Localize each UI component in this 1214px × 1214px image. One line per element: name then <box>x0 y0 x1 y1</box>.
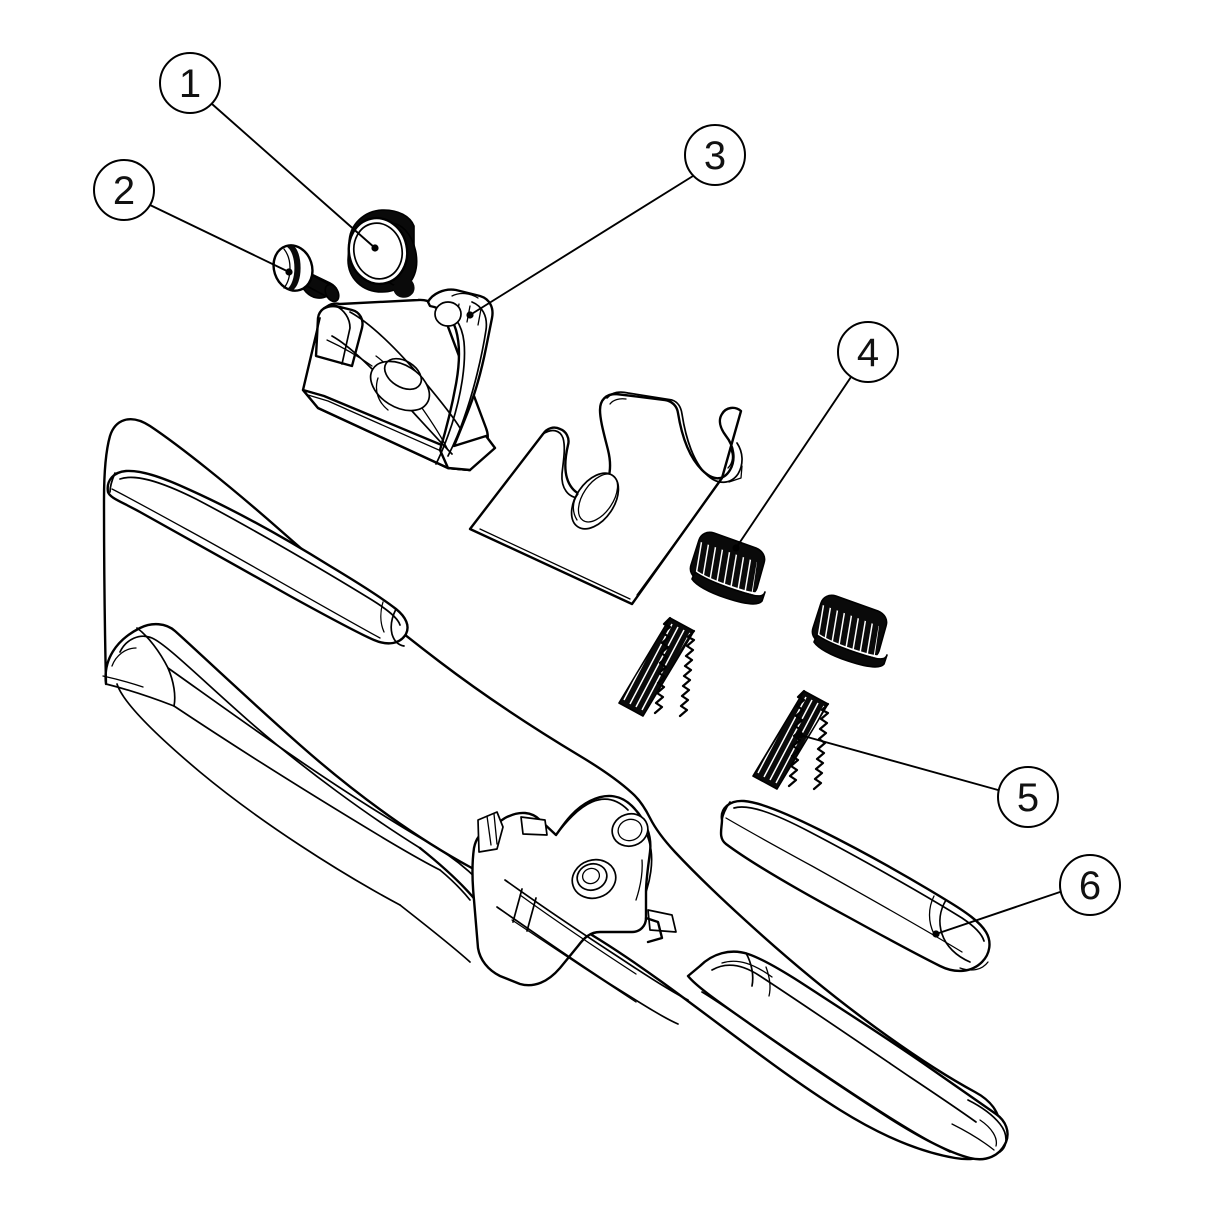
leader-line-4 <box>735 376 852 549</box>
leader-line-5 <box>799 734 999 791</box>
callout-balloon-5[interactable]: 5 <box>997 766 1059 828</box>
callout-circle-3[interactable] <box>684 124 746 186</box>
leader-line-6 <box>935 891 1061 935</box>
leader-dot-3 <box>466 311 474 319</box>
part-knurled-nut-upper <box>689 531 766 605</box>
callout-label-1: 1 <box>179 62 201 106</box>
leader-line-3 <box>469 175 694 316</box>
part-grip-pad-right <box>719 799 991 973</box>
callout-balloon-2[interactable]: 2 <box>93 159 155 221</box>
callout-balloon-4[interactable]: 4 <box>837 321 899 383</box>
leader-dot-6 <box>932 930 940 938</box>
part-mounting-bracket <box>301 288 497 472</box>
callout-balloon-3[interactable]: 3 <box>684 124 746 186</box>
callout-label-6: 6 <box>1079 864 1101 908</box>
callout-circle-2[interactable] <box>93 159 155 221</box>
part-round-knob-cap <box>347 209 418 298</box>
part-threaded-stud-right <box>752 689 830 791</box>
part-slotted-screw <box>272 244 340 303</box>
callout-balloon-6[interactable]: 6 <box>1059 854 1121 916</box>
part-cam-plate <box>468 391 743 606</box>
part-grip-pad-left <box>106 469 409 647</box>
leader-dot-4 <box>732 544 740 552</box>
callout-circle-5[interactable] <box>997 766 1059 828</box>
callout-circle-6[interactable] <box>1059 854 1121 916</box>
callout-label-5: 5 <box>1017 776 1039 820</box>
leader-dot-1 <box>371 244 379 252</box>
callout-balloon-1[interactable]: 1 <box>159 52 221 114</box>
leader-line-2 <box>149 204 290 273</box>
callout-balloons: 1 2 3 4 5 6 <box>93 52 1121 916</box>
part-threaded-stud-left <box>618 616 696 718</box>
callout-circle-4[interactable] <box>837 321 899 383</box>
leader-dot-5 <box>796 731 804 739</box>
callout-label-4: 4 <box>857 331 879 375</box>
part-knurled-nut-lower <box>811 594 888 668</box>
callout-label-3: 3 <box>704 134 726 178</box>
callout-label-2: 2 <box>113 169 135 213</box>
callout-leaders <box>149 103 1061 938</box>
callout-circle-1[interactable] <box>159 52 221 114</box>
leader-dot-2 <box>285 268 293 276</box>
leader-line-1 <box>211 103 376 249</box>
